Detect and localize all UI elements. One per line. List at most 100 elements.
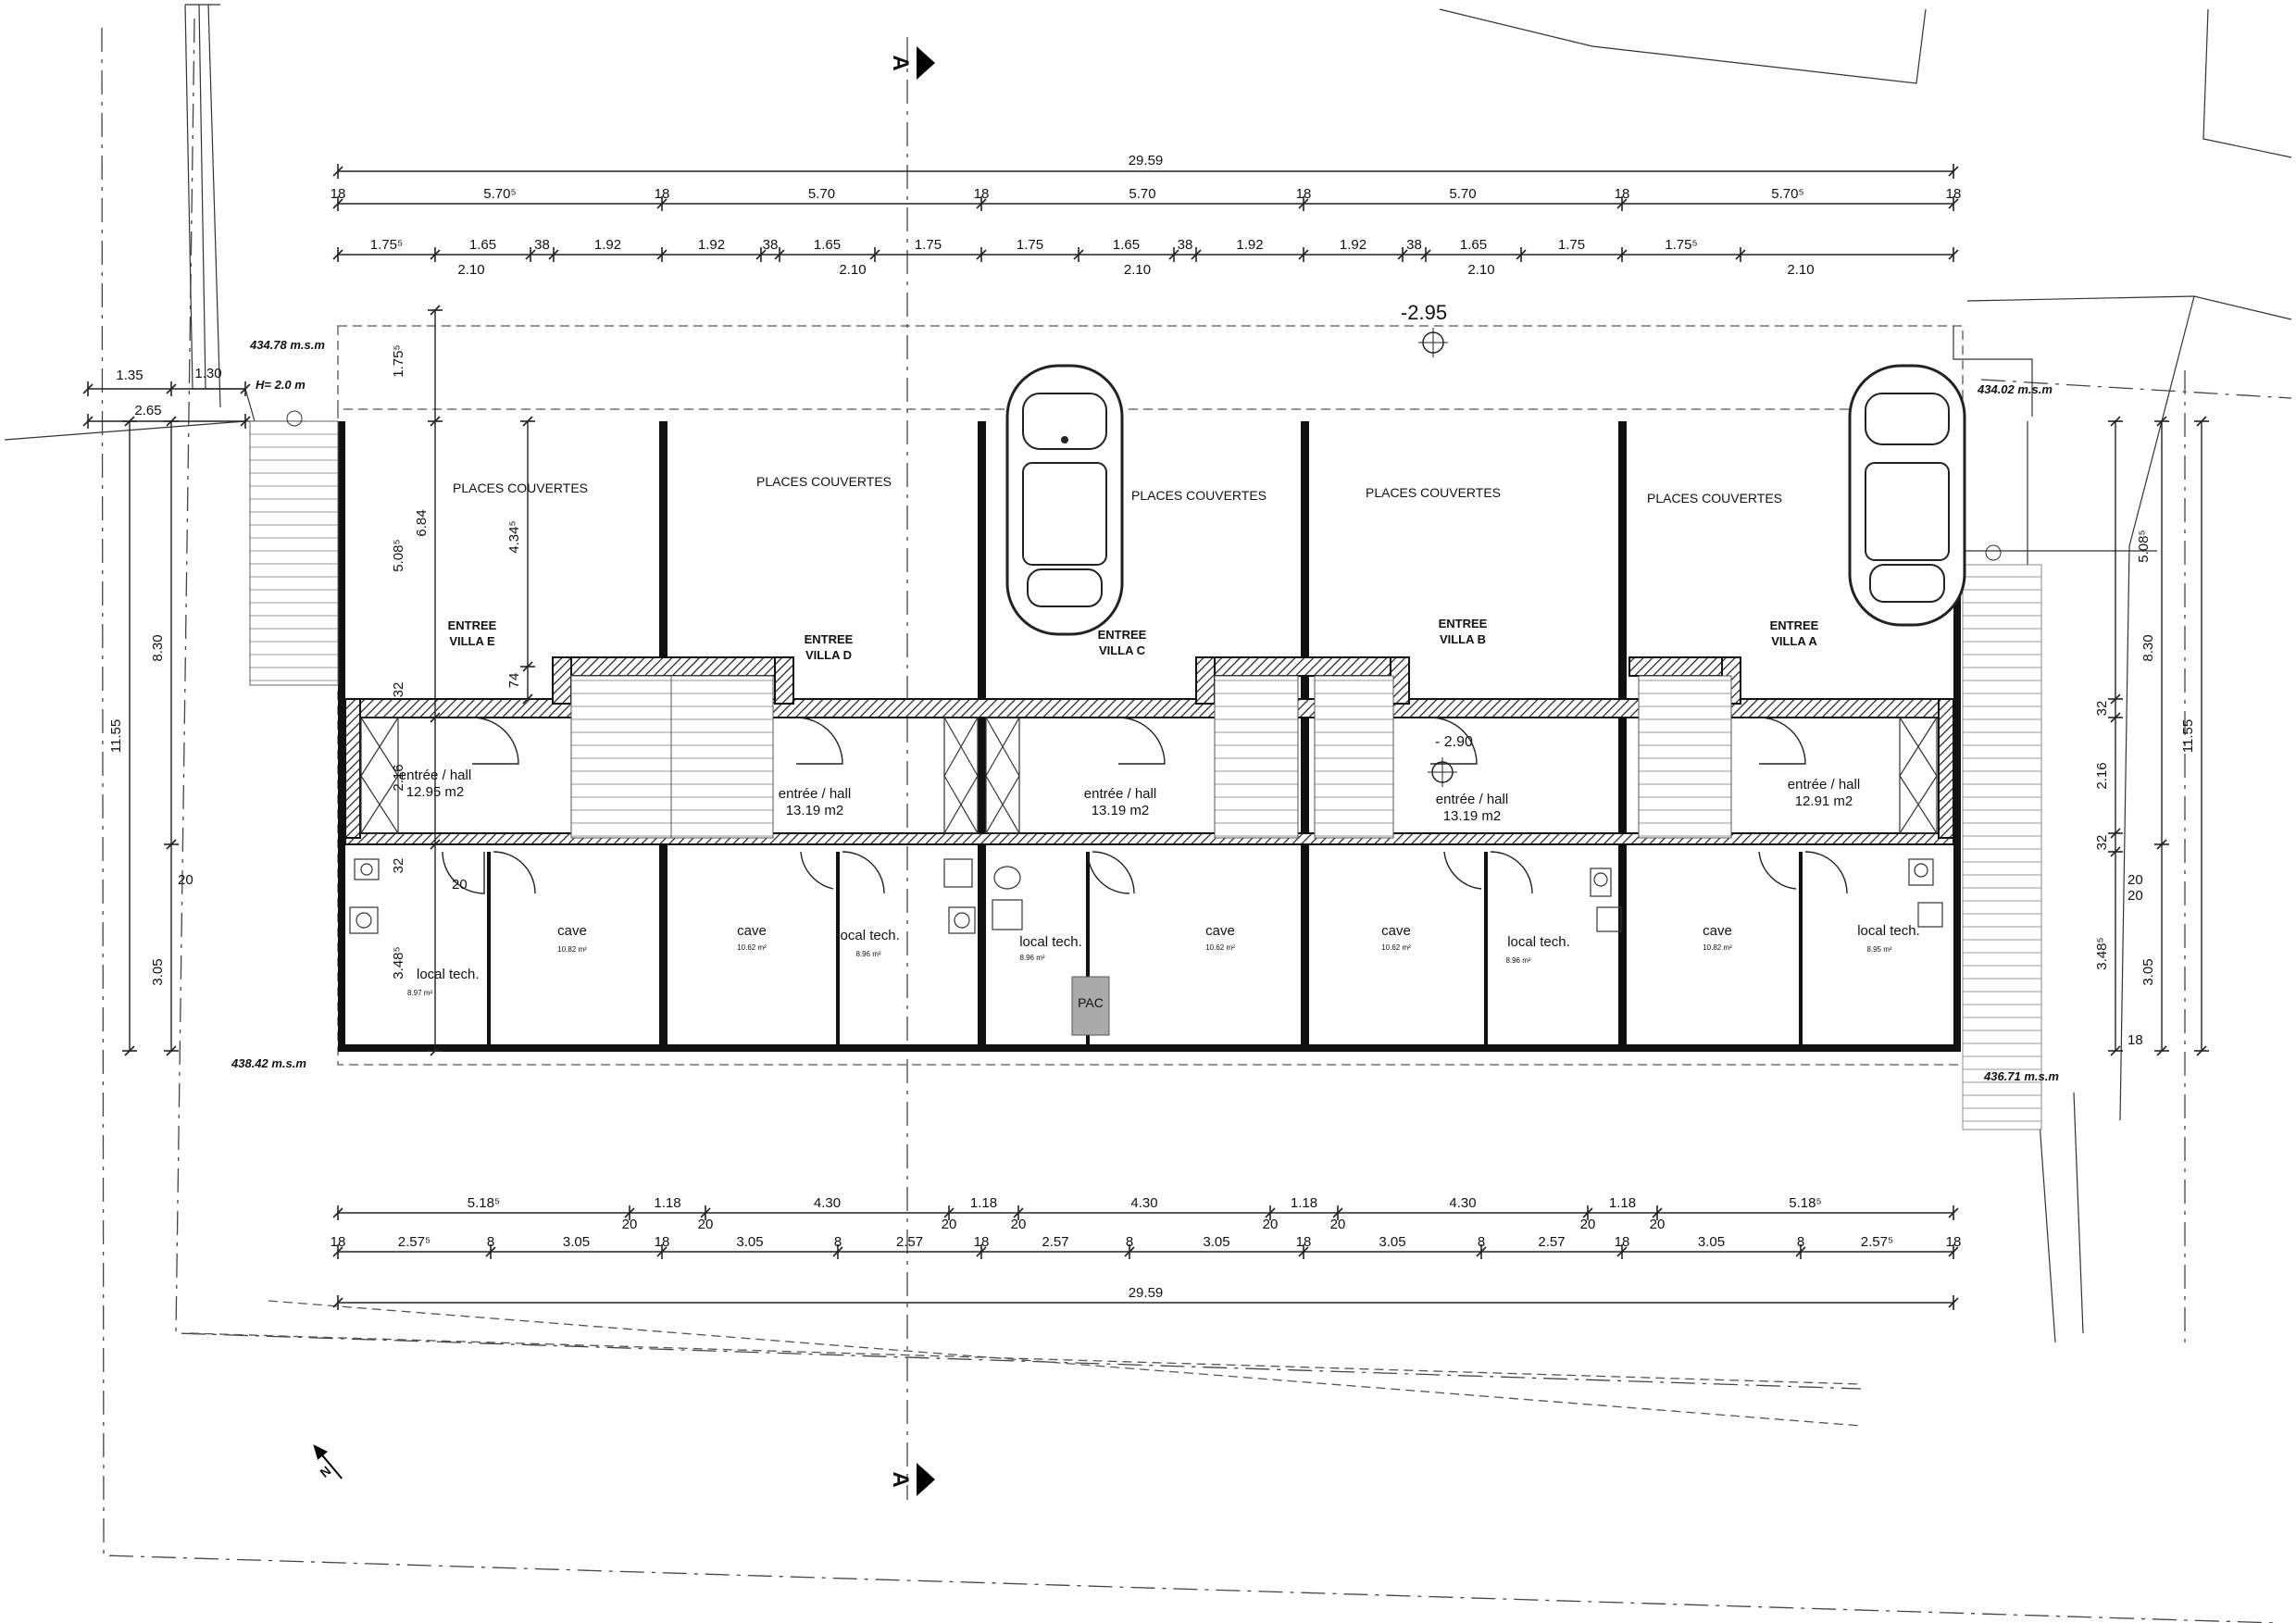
room-label-tech: local tech. — [417, 967, 480, 982]
parking-label: PLACES COUVERTES — [1131, 488, 1267, 503]
dimension-tick — [430, 712, 441, 723]
dimension-segment: 1.65 — [469, 237, 496, 253]
section-label-top: A — [888, 55, 913, 70]
altitude-top-left: 434.78 m.s.m — [249, 338, 325, 352]
room-label-tech: local tech. — [1019, 934, 1082, 950]
dimension-tick — [1191, 249, 1202, 260]
dimension-tick — [869, 249, 880, 260]
dimension-segment: 1.92 — [1340, 237, 1366, 253]
dimension-tick — [1124, 1246, 1135, 1257]
dimension-segment: 1.30 — [194, 366, 221, 381]
dimension-tick — [1795, 1246, 1806, 1257]
room-area-cave: 10.62 m² — [1205, 943, 1235, 952]
dimension-tick — [1616, 198, 1628, 209]
dimension-subsegment: 2.10 — [1124, 262, 1151, 278]
dimension-segment: 32 — [2094, 701, 2110, 717]
dimension-segment: 38 — [534, 237, 550, 253]
dimension-segment: 1.18 — [970, 1195, 997, 1211]
room-label-cave: cave — [1205, 923, 1235, 939]
dimension-segment: 8.30 — [150, 634, 166, 661]
dimension-tick — [624, 1207, 635, 1218]
dimension-wall: 20 — [1330, 1217, 1346, 1232]
dimension-tick — [2196, 416, 2207, 427]
dimension-wall: 20 — [1580, 1217, 1596, 1232]
dimension-tick — [2196, 1045, 2207, 1056]
section-arrow-icon — [917, 1463, 935, 1496]
building: PAC — [249, 420, 2042, 1130]
entry-villa-name: VILLA E — [449, 634, 495, 648]
dimension-segment: 2.57 — [1042, 1234, 1068, 1250]
dimension-wall: 8 — [1478, 1234, 1485, 1250]
dimension-tick — [332, 1297, 343, 1308]
dimension-wall: 18 — [1615, 186, 1630, 202]
section-axis: A A — [888, 37, 935, 1500]
altitude-bottom-right: 436.71 m.s.m — [1983, 1069, 2059, 1083]
room-area-tech: 8.97 m² — [407, 989, 432, 997]
entry-label: ENTREE — [448, 618, 497, 632]
pac-label: PAC — [1078, 995, 1104, 1010]
dimension-segment: 11.55 — [2180, 719, 2196, 753]
dimension-tick — [430, 416, 441, 427]
room-label-cave: cave — [557, 923, 587, 939]
room-label-tech: local tech. — [837, 928, 900, 943]
dimension-segment: 1.75 — [1017, 237, 1043, 253]
dimension-segment: 3.48⁵ — [2094, 937, 2110, 969]
dimension-tick — [943, 1207, 955, 1218]
dimension-segment: 38 — [763, 237, 779, 253]
dimension-wall: 20 — [622, 1217, 638, 1232]
section-label-bottom: A — [888, 1471, 913, 1487]
drain-icon — [286, 410, 303, 427]
room-label-cave: cave — [737, 923, 767, 939]
dimension-tick — [240, 416, 251, 427]
dimension-tick — [1516, 249, 1527, 260]
room-label-tech: local tech. — [1857, 923, 1920, 939]
dimension-segment: 38 — [1178, 237, 1193, 253]
entry-villa-name: VILLA C — [1099, 643, 1146, 657]
dimension-wall: 18 — [1615, 1234, 1630, 1250]
dimension-wall: 18 — [1946, 1234, 1962, 1250]
dimension-wall: 18 — [1296, 1234, 1312, 1250]
dimension-segment: 11.55 — [108, 719, 124, 753]
dimension-tick — [82, 383, 94, 394]
drain-icon — [1985, 544, 2002, 561]
dimension-tick — [332, 1207, 343, 1218]
dimension-tick — [124, 416, 135, 427]
dimension-wall: 18 — [2128, 1032, 2143, 1048]
dimension-tick — [240, 383, 251, 394]
dimension-wall: 18 — [655, 186, 670, 202]
dimension-segment: 2.16 — [391, 764, 406, 791]
dimension-tick — [1073, 249, 1084, 260]
dimension-segment: 3.48⁵ — [391, 946, 406, 979]
dimension-unit: 5.70 — [1129, 186, 1155, 202]
dimension-tick — [332, 1246, 343, 1257]
parking-label: PLACES COUVERTES — [453, 481, 588, 495]
dimension-segment: 1.92 — [594, 237, 621, 253]
dimension-segment: 3.05 — [1698, 1234, 1725, 1250]
dimension-tick — [2110, 416, 2121, 427]
room-area-cave: 10.62 m² — [737, 943, 767, 952]
room-area-hall: 13.19 m2 — [1092, 803, 1150, 818]
dimension-subsegment: 2.10 — [457, 262, 484, 278]
dimension-segment: 3.05 — [563, 1234, 590, 1250]
level-marker-icon — [1418, 328, 1448, 357]
dimension-tick — [525, 249, 536, 260]
north-arrow-icon: N — [313, 1444, 343, 1480]
dimension-wall: 18 — [974, 186, 990, 202]
dimension-tick — [1265, 1207, 1276, 1218]
dimension-segment: 5.18⁵ — [1789, 1195, 1821, 1211]
dimension-tick — [548, 249, 559, 260]
dimension-tick — [774, 249, 785, 260]
dimension-segment: 5.18⁵ — [468, 1195, 500, 1211]
dimension-tick — [2110, 846, 2121, 857]
dimension-tick — [1298, 1246, 1309, 1257]
dimension-segment: 2.57 — [896, 1234, 923, 1250]
dimension-segment: 32 — [391, 682, 406, 698]
dimension-segment: 1.92 — [1236, 237, 1263, 253]
entry-label: ENTREE — [1770, 618, 1819, 632]
dimension-tick — [332, 198, 343, 209]
level-top: -2.95 — [1401, 301, 1447, 324]
dimension-wall: 18 — [1946, 186, 1962, 202]
